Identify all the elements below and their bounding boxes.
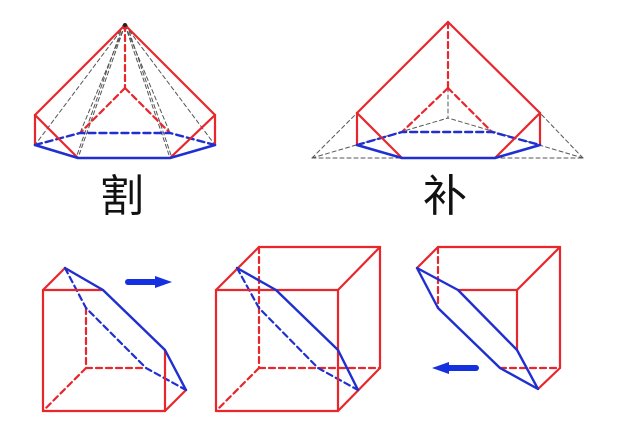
fill-label: 补 [423, 171, 467, 222]
right-arrow [125, 276, 172, 288]
cube-split-right [415, 245, 562, 391]
cut-label: 割 [100, 171, 144, 222]
left-arrow [432, 362, 479, 374]
cut-figure [33, 23, 217, 160]
cube-split-left [41, 266, 188, 413]
fill-figure [311, 20, 584, 160]
cube-whole [214, 245, 382, 413]
